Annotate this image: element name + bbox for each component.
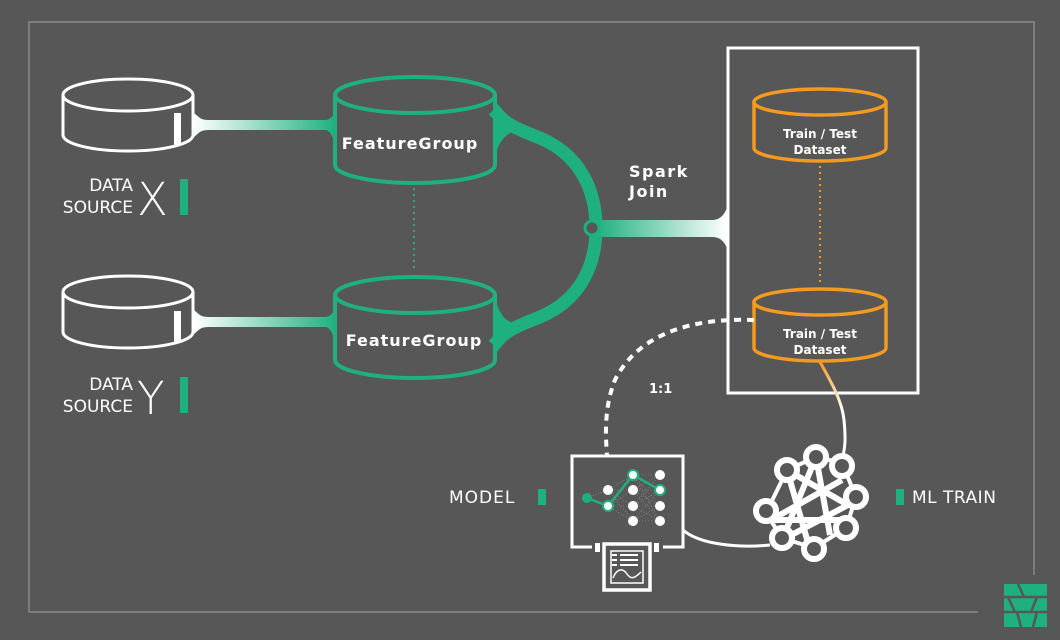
dataset-cylinder-icon	[752, 287, 888, 363]
dataset-2-line1: Train / Test	[783, 327, 857, 341]
database-cylinder-icon	[61, 77, 195, 153]
feature-group-1[interactable]: FeatureGroup	[333, 75, 497, 185]
dataset-container	[726, 46, 920, 395]
feature-group-2-label: FeatureGroup	[346, 331, 483, 350]
spark-join-line1: Spark	[629, 162, 689, 181]
database-cylinder-icon	[61, 274, 195, 350]
feature-group-cylinder-icon	[333, 75, 497, 185]
ratio-dotted-arc	[603, 317, 755, 458]
spark-join-connector	[488, 100, 727, 355]
dataset-cylinder-icon	[752, 87, 888, 163]
dataset-2-line2: Dataset	[794, 343, 847, 357]
data-source-y[interactable]: DATA SOURCE Y	[61, 274, 195, 425]
data-source-x-marker	[180, 179, 188, 215]
feature-group-2[interactable]: FeatureGroup	[333, 275, 497, 380]
ml-train-label: ML TRAIN	[912, 488, 996, 508]
neural-network-model-icon[interactable]	[570, 454, 685, 549]
dataset-1-line2: Dataset	[794, 143, 847, 157]
data-source-y-letter: Y	[137, 372, 165, 425]
dataset-1-line1: Train / Test	[783, 127, 857, 141]
outer-frame	[28, 21, 1035, 613]
connector-x-to-featuregroup	[193, 108, 336, 148]
data-source-y-marker	[180, 377, 188, 413]
data-source-x-line1: DATA	[89, 176, 133, 196]
dataset-1[interactable]: Train / Test Dataset	[752, 87, 888, 163]
training-graph-icon[interactable]	[753, 444, 869, 562]
data-source-x-line2: SOURCE	[63, 198, 133, 218]
data-source-y-line2: SOURCE	[63, 397, 133, 417]
model-marker	[538, 489, 546, 505]
ml-train-marker	[896, 489, 904, 505]
join-node	[583, 219, 601, 237]
brand-logo-icon[interactable]	[1004, 583, 1047, 628]
connector-y-to-featuregroup	[193, 305, 336, 345]
dataset-to-train-connector	[818, 361, 847, 459]
spark-join-line2: Join	[628, 182, 669, 201]
dataset-2[interactable]: Train / Test Dataset	[752, 287, 888, 363]
data-source-x-letter: X	[137, 173, 168, 226]
model-label: MODEL	[449, 488, 515, 508]
feature-group-cylinder-icon	[333, 275, 497, 380]
report-chart-icon[interactable]	[595, 542, 659, 592]
ratio-label: 1:1	[649, 382, 672, 397]
data-source-y-line1: DATA	[89, 375, 133, 395]
model-to-train-connector	[682, 528, 771, 548]
data-source-x[interactable]: DATA SOURCE X	[61, 77, 195, 226]
feature-group-1-label: FeatureGroup	[342, 134, 479, 153]
